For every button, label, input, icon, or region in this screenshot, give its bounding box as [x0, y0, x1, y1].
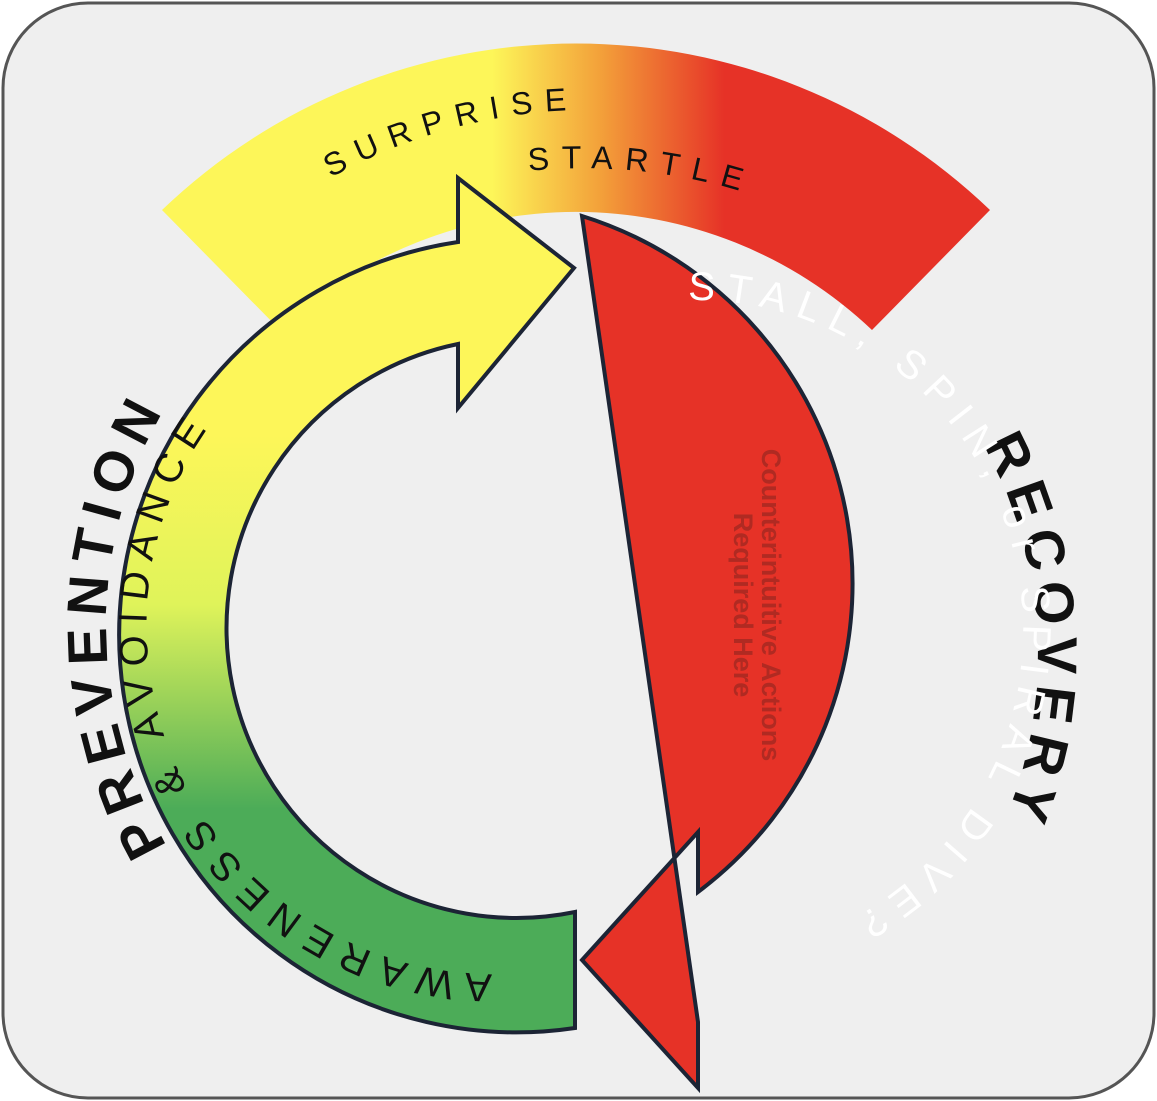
- recovery-arrow: [579, 213, 855, 1094]
- prevention-arrow: [117, 173, 577, 1035]
- note-line-2: Required Here: [728, 513, 758, 698]
- note-line-1: Counterintuitive Actions: [756, 449, 786, 762]
- surprise-startle-band: [162, 43, 990, 330]
- counterintuitive-note: Counterintuitive Actions Required Here: [728, 449, 786, 762]
